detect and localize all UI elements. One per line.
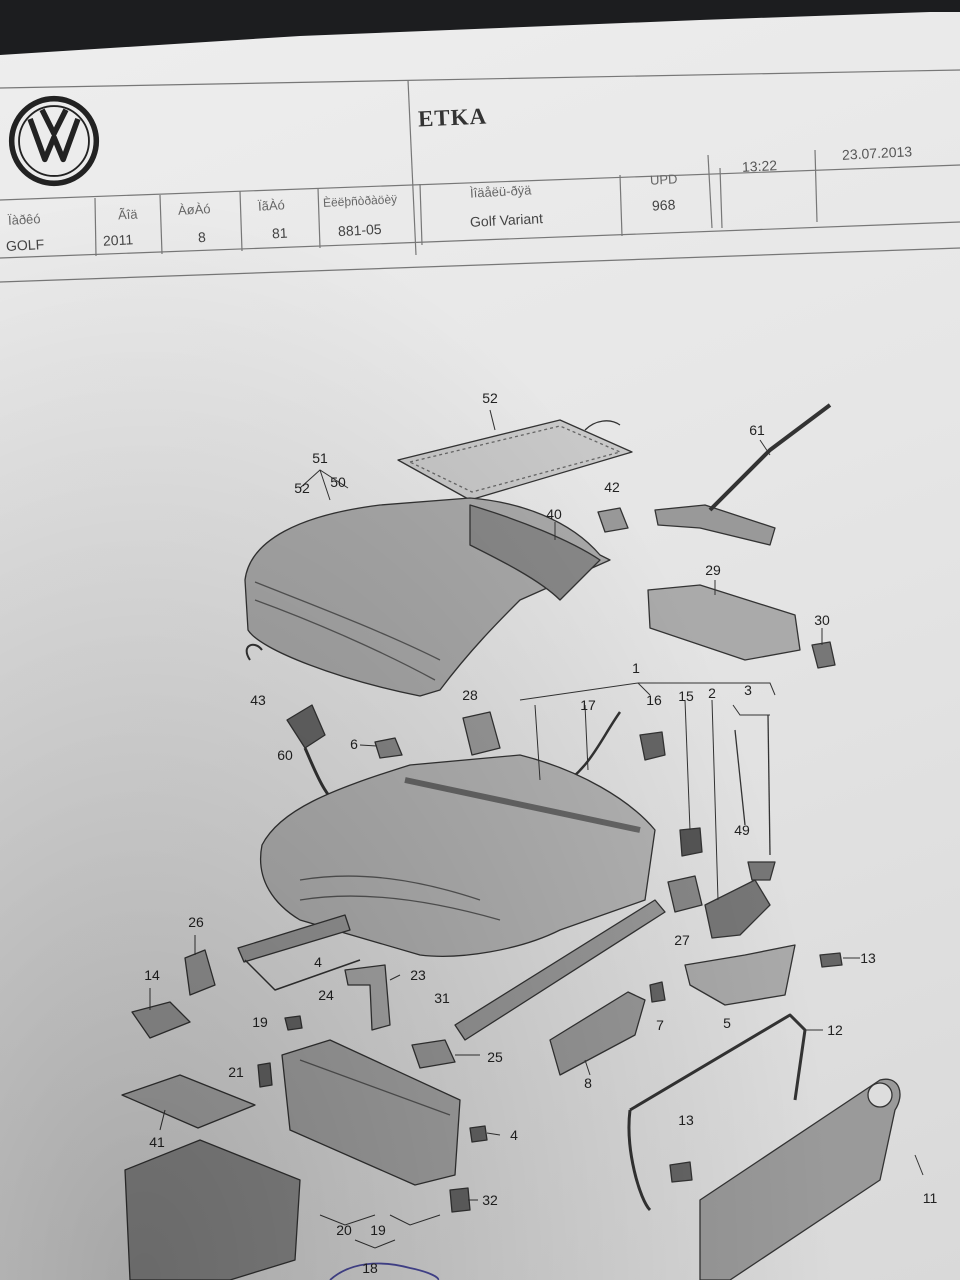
callout-24: 24 [318, 987, 334, 1003]
callout-11: 11 [922, 1190, 938, 1206]
header-table-grid [0, 69, 960, 283]
seat-rail-left [237, 914, 351, 963]
storage-drawer [124, 1139, 301, 1280]
callout-42: 42 [604, 479, 620, 495]
bracket-5 [684, 944, 796, 1006]
connector-16 [639, 731, 666, 761]
screw-13 [819, 952, 843, 968]
storage-tray [281, 1039, 461, 1186]
bolt-6 [374, 737, 403, 759]
callout-23: 23 [410, 967, 426, 983]
screw-13b [669, 1161, 693, 1183]
seat-control-panel [704, 879, 771, 939]
trim-panel-8 [549, 991, 646, 1076]
part-27 [667, 875, 703, 913]
clip-42 [597, 507, 629, 533]
callout-18: 18 [362, 1260, 378, 1276]
callout-1: 1 [632, 660, 640, 676]
part-15 [679, 827, 703, 857]
callout-13: 13 [860, 950, 876, 966]
callout-25: 25 [487, 1049, 503, 1065]
callout-29: 29 [705, 562, 721, 578]
callout-19: 19 [252, 1014, 268, 1030]
seat-frame [260, 754, 656, 957]
nut-4 [469, 1125, 488, 1143]
side-cover-11 [699, 1078, 901, 1280]
hook-43 [245, 643, 263, 661]
callout-49: 49 [734, 822, 750, 838]
bracket-29 [647, 584, 801, 661]
callout-26: 26 [188, 914, 204, 930]
callout-8: 8 [584, 1075, 592, 1091]
wire-frame-12 [629, 1013, 807, 1112]
callout-13b: 13 [678, 1112, 694, 1128]
callout-43: 43 [250, 692, 266, 708]
callout-3: 3 [744, 682, 752, 698]
screw-30 [811, 641, 836, 669]
part-14 [131, 1001, 191, 1039]
screw-19 [284, 1015, 303, 1031]
callout-51: 51 [312, 450, 328, 466]
callout-31: 31 [434, 990, 450, 1006]
callout-60: 60 [277, 747, 293, 763]
callout-7: 7 [656, 1017, 664, 1033]
callout-21: 21 [228, 1064, 244, 1080]
callout-15: 15 [678, 688, 694, 704]
callout-50: 50 [330, 474, 346, 490]
etka-header: ETKA 13:22 23.07.2013 Ïàðêó GOLF Ãîä 201… [0, 0, 960, 300]
part-26 [184, 949, 216, 996]
screw-3 [747, 861, 776, 881]
callout-5: 5 [723, 1015, 731, 1031]
callout-17: 17 [580, 697, 596, 713]
callout-2: 2 [708, 685, 716, 701]
callout-52: 52 [482, 390, 498, 406]
vw-logo [8, 95, 100, 187]
pad-41 [121, 1074, 256, 1129]
callout-27: 27 [674, 932, 690, 948]
callout-30: 30 [814, 612, 830, 628]
callout-4b: 4 [510, 1127, 518, 1143]
part-28 [462, 711, 501, 756]
ink-mark [329, 1262, 440, 1280]
belt-buckle [286, 704, 326, 749]
screw-21 [257, 1062, 273, 1088]
callout-16: 16 [646, 692, 662, 708]
callout-52b: 52 [294, 480, 310, 496]
bracket-23 [344, 964, 391, 1031]
callout-28: 28 [462, 687, 478, 703]
callout-61: 61 [749, 422, 765, 438]
height-adjuster [654, 504, 776, 546]
callout-40: 40 [546, 506, 562, 522]
callout-32: 32 [482, 1192, 498, 1208]
seat-heating-mat [397, 419, 633, 501]
callout-19b: 19 [370, 1222, 386, 1238]
callout-14: 14 [144, 967, 160, 983]
part-25 [411, 1039, 456, 1069]
callout-6: 6 [350, 736, 358, 752]
callout-41: 41 [149, 1134, 165, 1150]
screw-32 [449, 1187, 471, 1213]
callout-20: 20 [336, 1222, 352, 1238]
callout-12: 12 [827, 1022, 843, 1038]
part-7 [649, 981, 666, 1003]
callout-4: 4 [314, 954, 322, 970]
seat-rail-right [454, 899, 666, 1041]
